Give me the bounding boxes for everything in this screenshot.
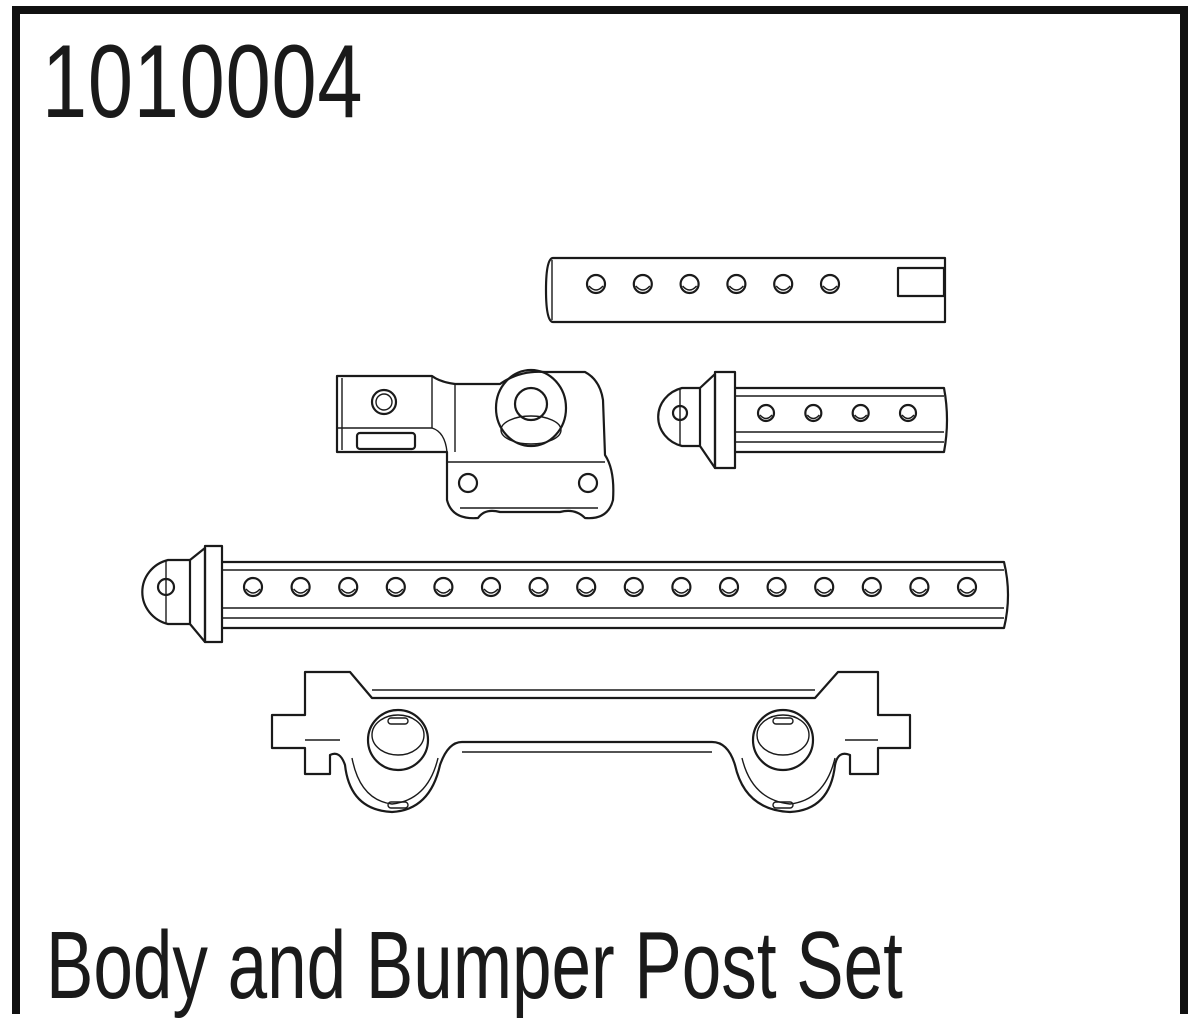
hole [242,576,264,598]
hole [290,576,311,598]
hole [385,576,406,598]
hole [819,273,841,295]
top-body-post [544,256,947,324]
part-number: 1010004 [42,24,364,140]
bumper-mount [270,670,912,814]
hole [804,403,823,423]
hole [679,273,700,295]
long-body-post [141,544,1010,644]
hole [623,576,644,598]
hole [814,576,835,598]
hole [433,576,454,598]
hole [718,576,740,598]
hole [851,403,870,423]
hole [773,273,794,295]
hole [726,273,747,295]
hole [528,576,549,598]
hole [632,273,653,295]
hole [480,576,502,598]
parts-drawing [141,256,1010,814]
hole [576,576,597,598]
hole [861,576,882,598]
hole [756,403,776,423]
hole [338,576,359,598]
hole [956,576,978,598]
short-body-post [657,370,949,470]
page-frame [12,6,1188,1014]
hole [585,273,607,295]
hole [766,576,787,598]
part-name: Body and Bumper Post Set [46,912,903,1019]
hole [898,403,918,423]
hole [909,576,930,598]
hole [671,576,692,598]
post-mount-bracket [335,368,615,520]
